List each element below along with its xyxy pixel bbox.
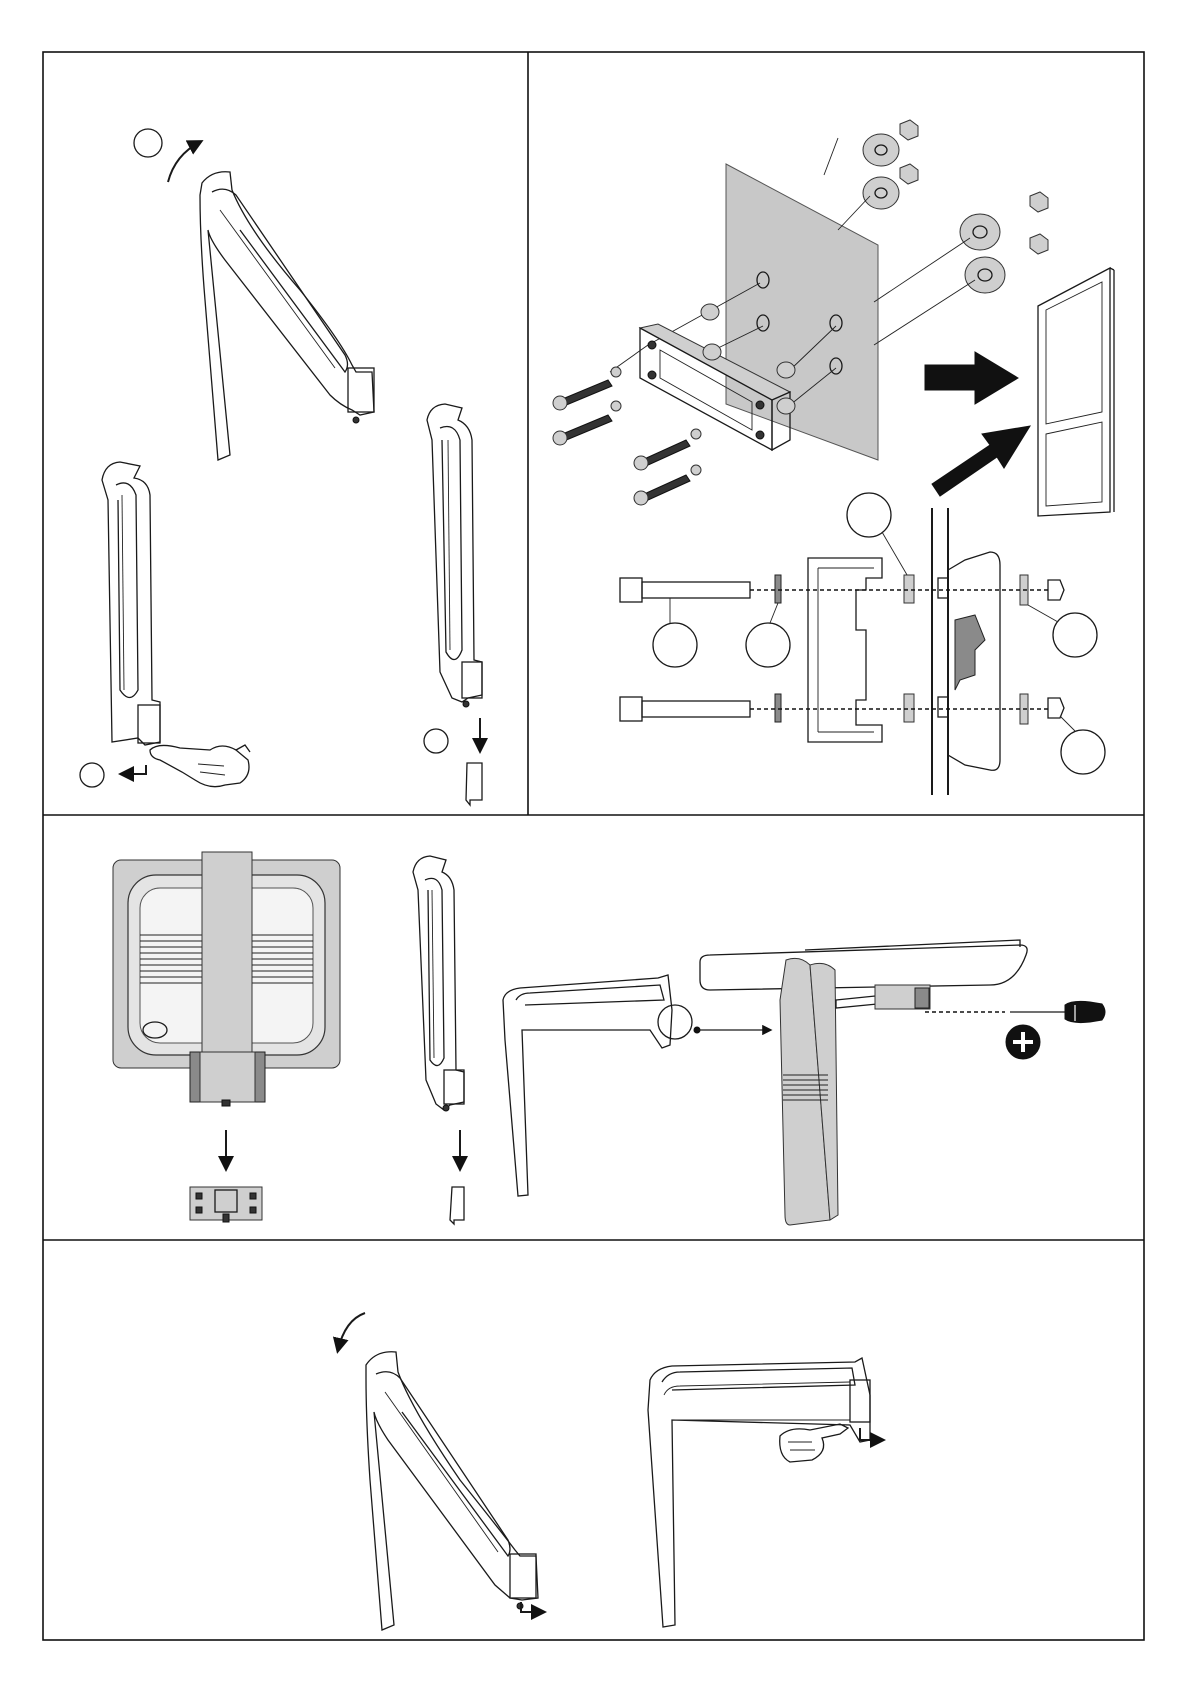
folding-seat-upright	[413, 856, 464, 1111]
step-circle	[424, 729, 448, 753]
bracket-part-icon	[190, 1187, 262, 1222]
panel-wall-mounting	[553, 120, 1114, 795]
lock-arrow-icon	[860, 1428, 882, 1440]
screws	[553, 367, 701, 505]
diagonal-arrow-icon	[932, 426, 1030, 496]
rotate-down-arrow-icon	[338, 1313, 365, 1350]
clip-part-icon	[450, 1187, 464, 1224]
mounting-cross-section	[620, 493, 1105, 795]
right-arrow-icon	[925, 352, 1018, 404]
folding-seat-tilted	[200, 172, 374, 460]
hand-press-icon	[150, 745, 250, 787]
seat-side-view	[503, 975, 770, 1196]
folding-seat-tilted	[366, 1352, 538, 1630]
rotate-up-arrow-icon	[168, 142, 200, 182]
seat-top-view	[113, 852, 340, 1106]
panel-fold-down-lock	[338, 1313, 882, 1630]
folding-seat-upright-left	[102, 462, 160, 745]
hand-press-icon	[780, 1424, 848, 1462]
wall-bracket-large	[700, 940, 1027, 1225]
panel-fold-up-release	[80, 129, 482, 805]
screwdriver-icon	[1010, 1001, 1105, 1022]
lock-arrow-icon	[521, 1602, 543, 1612]
seat-horizontal-locked	[648, 1358, 870, 1627]
step-circle	[134, 129, 162, 157]
clip-part-icon	[466, 763, 482, 805]
step-circle	[80, 763, 104, 787]
door-frame	[1038, 268, 1114, 516]
wall-panel	[726, 164, 878, 460]
washers-nuts-rear	[863, 120, 1048, 293]
panel-bracket-attach	[113, 852, 1105, 1225]
folding-seat-upright-right	[427, 404, 482, 707]
release-arrow-icon	[122, 765, 146, 774]
phillips-tighten-icon	[1006, 1025, 1040, 1059]
